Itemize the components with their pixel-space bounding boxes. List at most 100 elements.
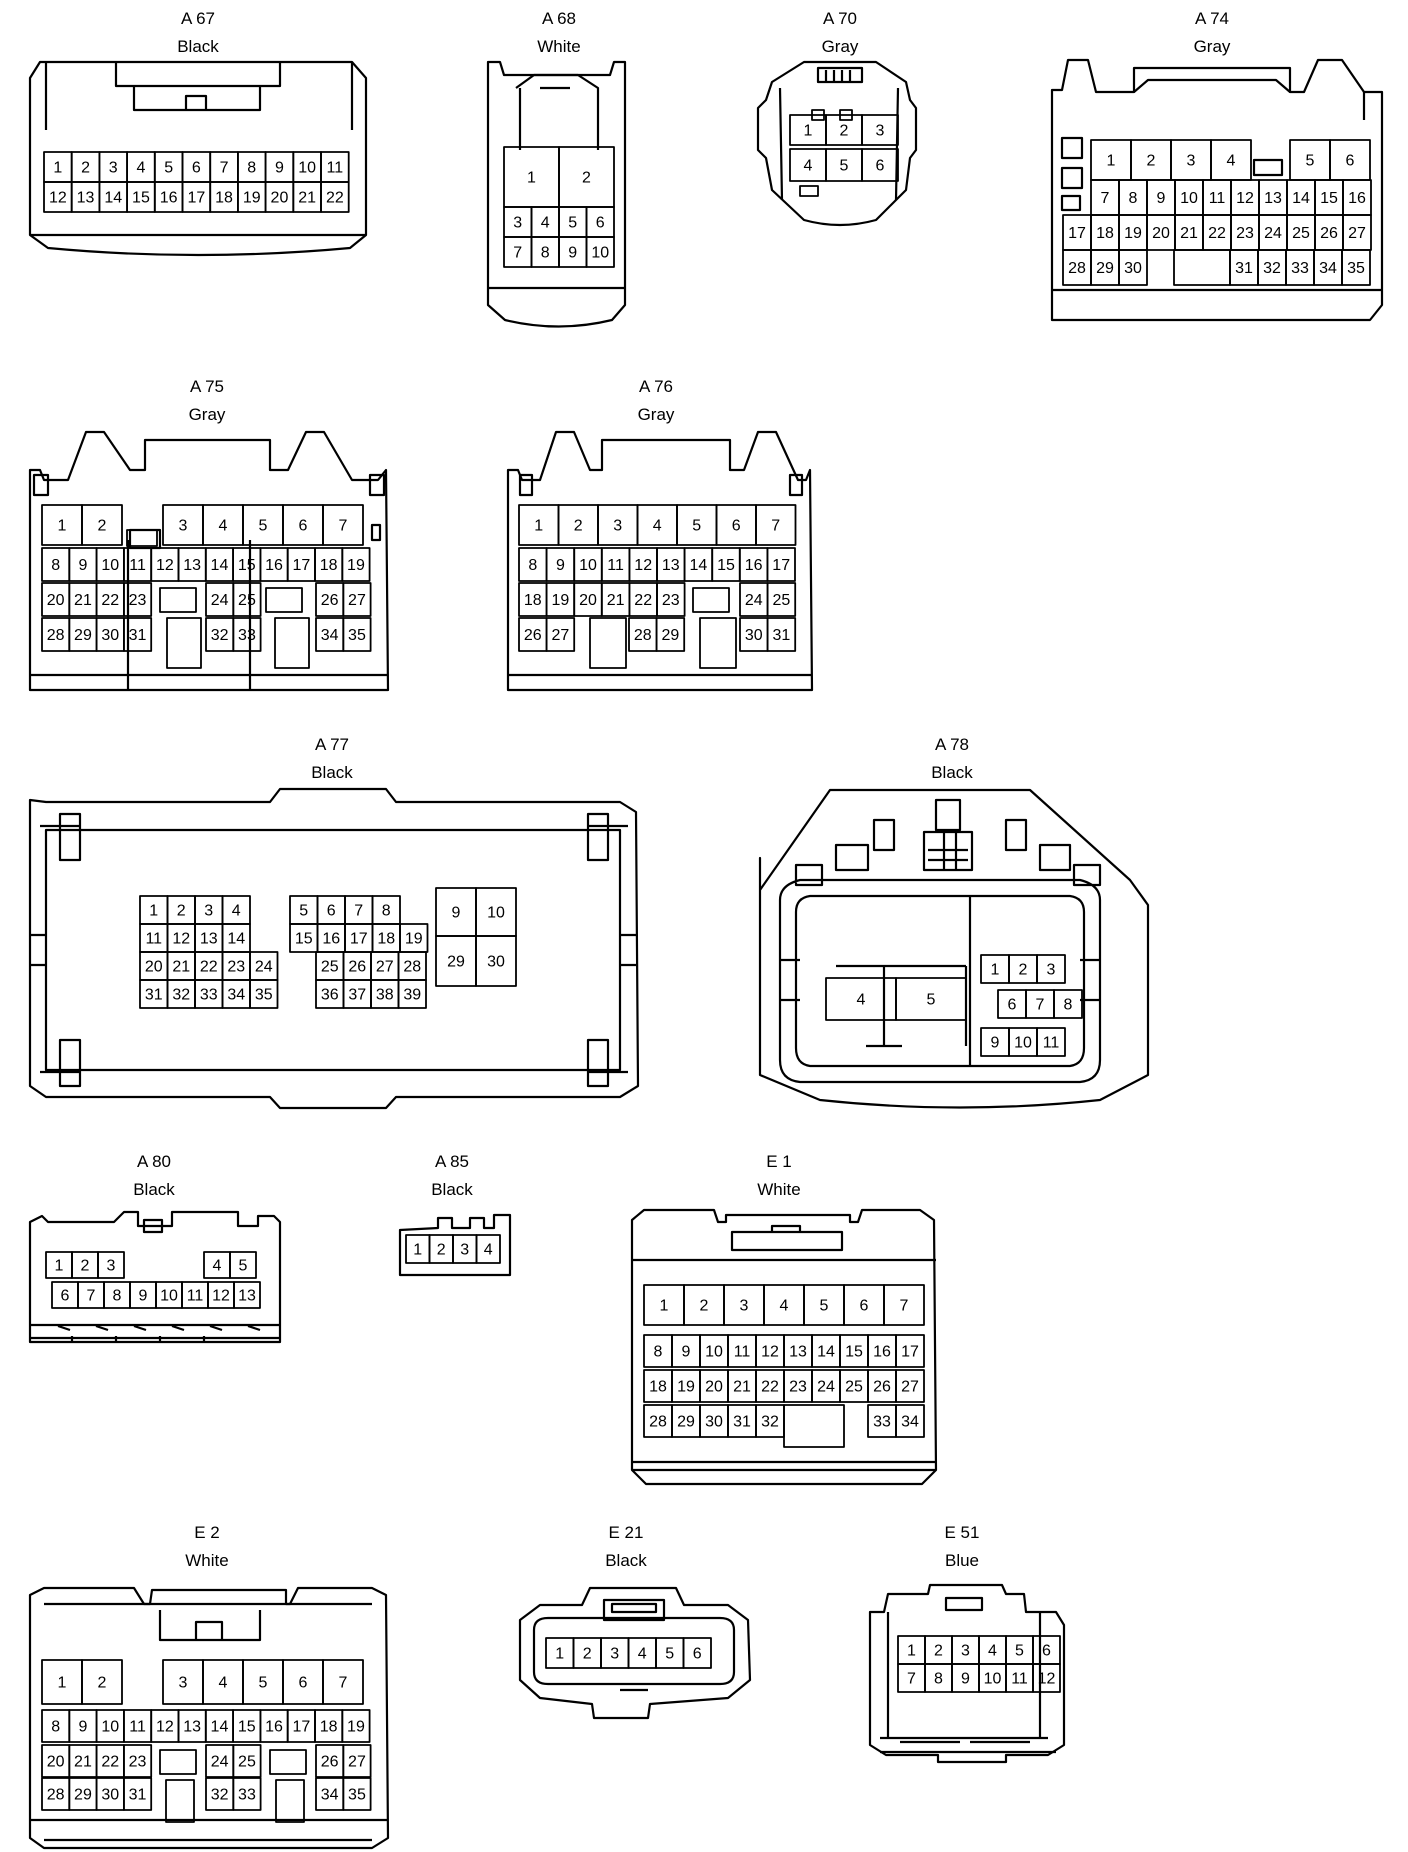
pin-number: 9 bbox=[1157, 190, 1166, 207]
pin-cell: 27 bbox=[545, 617, 576, 652]
pin-number: 12 bbox=[761, 1344, 779, 1361]
pin-number: 4 bbox=[857, 992, 866, 1009]
pin-number: 9 bbox=[991, 1035, 1000, 1052]
pin-cell: 7 bbox=[209, 151, 239, 183]
pin-cell: 19 bbox=[671, 1369, 701, 1403]
pin-number: 25 bbox=[1292, 225, 1310, 242]
pin-cell: 21 bbox=[292, 181, 322, 213]
pin-number: 30 bbox=[705, 1414, 723, 1431]
pin-number: 6 bbox=[1008, 997, 1017, 1014]
pin-number: 3 bbox=[876, 123, 885, 140]
pin-cell: 10 bbox=[475, 887, 517, 937]
pin-number: 7 bbox=[907, 1671, 916, 1688]
pin-number: 16 bbox=[1348, 190, 1366, 207]
pin-number: 7 bbox=[1101, 190, 1110, 207]
pin-number: 30 bbox=[745, 627, 763, 644]
pin-cell: 4 bbox=[475, 1234, 501, 1264]
pin-number: 15 bbox=[238, 557, 256, 574]
pin-number: 16 bbox=[265, 557, 283, 574]
pin-number: 10 bbox=[1014, 1035, 1032, 1052]
pin-cell: 31 bbox=[727, 1404, 757, 1438]
pin-number: 19 bbox=[1124, 225, 1142, 242]
pin-cell: 26 bbox=[518, 617, 548, 652]
pin-number: 20 bbox=[1152, 225, 1170, 242]
pin-cell: 32 bbox=[166, 979, 196, 1009]
pin-number: 12 bbox=[634, 557, 652, 574]
pin-number: 2 bbox=[582, 170, 591, 187]
connector-housing-detail bbox=[30, 473, 388, 690]
pin-number: 5 bbox=[840, 158, 849, 175]
pin-cell-box bbox=[397, 979, 427, 1009]
pin-cell-box bbox=[342, 1777, 372, 1811]
pin-cell: 1 bbox=[41, 504, 83, 546]
key-slot bbox=[1173, 249, 1231, 286]
pin-number: 17 bbox=[901, 1344, 919, 1361]
pin-cell: 11 bbox=[139, 923, 169, 953]
pin-number: 20 bbox=[47, 1754, 65, 1771]
pin-cell: 22 bbox=[320, 181, 350, 213]
pin-number: 3 bbox=[740, 1298, 749, 1315]
pin-cell: 33 bbox=[1285, 249, 1315, 286]
pin-cell: 12 bbox=[755, 1334, 785, 1368]
pin-cell: 10 bbox=[292, 151, 322, 183]
connector-housing-detail bbox=[488, 73, 625, 290]
connector-color-label: Black bbox=[605, 1551, 647, 1570]
connector-housing-detail bbox=[30, 1218, 280, 1342]
pin-number: 14 bbox=[227, 931, 245, 948]
pin-number: 13 bbox=[238, 1288, 256, 1305]
connector-id-label: A 68 bbox=[542, 9, 576, 28]
pin-cell: 15 bbox=[232, 547, 262, 582]
pin-cell: 35 bbox=[342, 617, 372, 652]
connector-housing-outline bbox=[1050, 58, 1384, 322]
pin-number: 10 bbox=[101, 557, 119, 574]
pin-number: 7 bbox=[900, 1298, 909, 1315]
pin-cell: 18 bbox=[1090, 214, 1120, 251]
pin-number: 5 bbox=[239, 1258, 248, 1275]
pin-cell: 29 bbox=[68, 1777, 98, 1811]
pin-cell: 4 bbox=[627, 1637, 657, 1669]
pin-cell: 24 bbox=[811, 1369, 841, 1403]
connector-housing-detail bbox=[1052, 78, 1382, 292]
pin-number: 19 bbox=[347, 557, 365, 574]
connector-color-label: Black bbox=[133, 1180, 175, 1199]
pin-cell: 12 bbox=[1032, 1663, 1061, 1693]
pin-cell: 4 bbox=[789, 148, 827, 182]
pin-cell: 15 bbox=[839, 1334, 869, 1368]
pin-cell-box bbox=[475, 935, 517, 987]
pin-cell: 20 bbox=[699, 1369, 729, 1403]
pin-number: 6 bbox=[1042, 1643, 1051, 1660]
pin-cell: 15 bbox=[711, 547, 741, 582]
connector-id-label: A 85 bbox=[435, 1152, 469, 1171]
pin-cell: 1 bbox=[545, 1637, 575, 1669]
pin-cell: 39 bbox=[397, 979, 427, 1009]
connector-housing-detail bbox=[632, 1224, 936, 1472]
pin-number: 22 bbox=[101, 1754, 119, 1771]
connector-color-label: White bbox=[757, 1180, 800, 1199]
pin-cell: 23 bbox=[1230, 214, 1260, 251]
pin-cell: 1 bbox=[980, 954, 1010, 984]
pin-number: 32 bbox=[172, 987, 190, 1004]
connector-housing-detail bbox=[778, 66, 900, 201]
pin-cell: 20 bbox=[41, 582, 71, 617]
pin-cell: 25 bbox=[232, 1744, 262, 1778]
pin-number: 7 bbox=[354, 903, 363, 920]
pin-number: 20 bbox=[271, 190, 289, 207]
pin-number: 21 bbox=[74, 1754, 92, 1771]
pin-number: 14 bbox=[211, 1719, 229, 1736]
pin-cell-box bbox=[123, 617, 153, 652]
pin-cell: 24 bbox=[739, 582, 769, 617]
pin-number: 29 bbox=[447, 954, 465, 971]
pin-cell: 3 bbox=[723, 1284, 765, 1326]
pin-number: 5 bbox=[259, 518, 268, 535]
pin-number: 5 bbox=[1015, 1643, 1024, 1660]
pin-number: 21 bbox=[733, 1379, 751, 1396]
pin-cell: 16 bbox=[259, 547, 289, 582]
key-slot bbox=[692, 587, 730, 613]
pin-cell: 5 bbox=[1005, 1635, 1034, 1665]
key-slot bbox=[166, 617, 202, 669]
pin-cell: 7 bbox=[77, 1281, 105, 1309]
pin-number: 3 bbox=[179, 518, 188, 535]
pin-number: 3 bbox=[460, 1242, 469, 1259]
pin-cell: 10 bbox=[978, 1663, 1007, 1693]
pin-number: 1 bbox=[991, 962, 1000, 979]
